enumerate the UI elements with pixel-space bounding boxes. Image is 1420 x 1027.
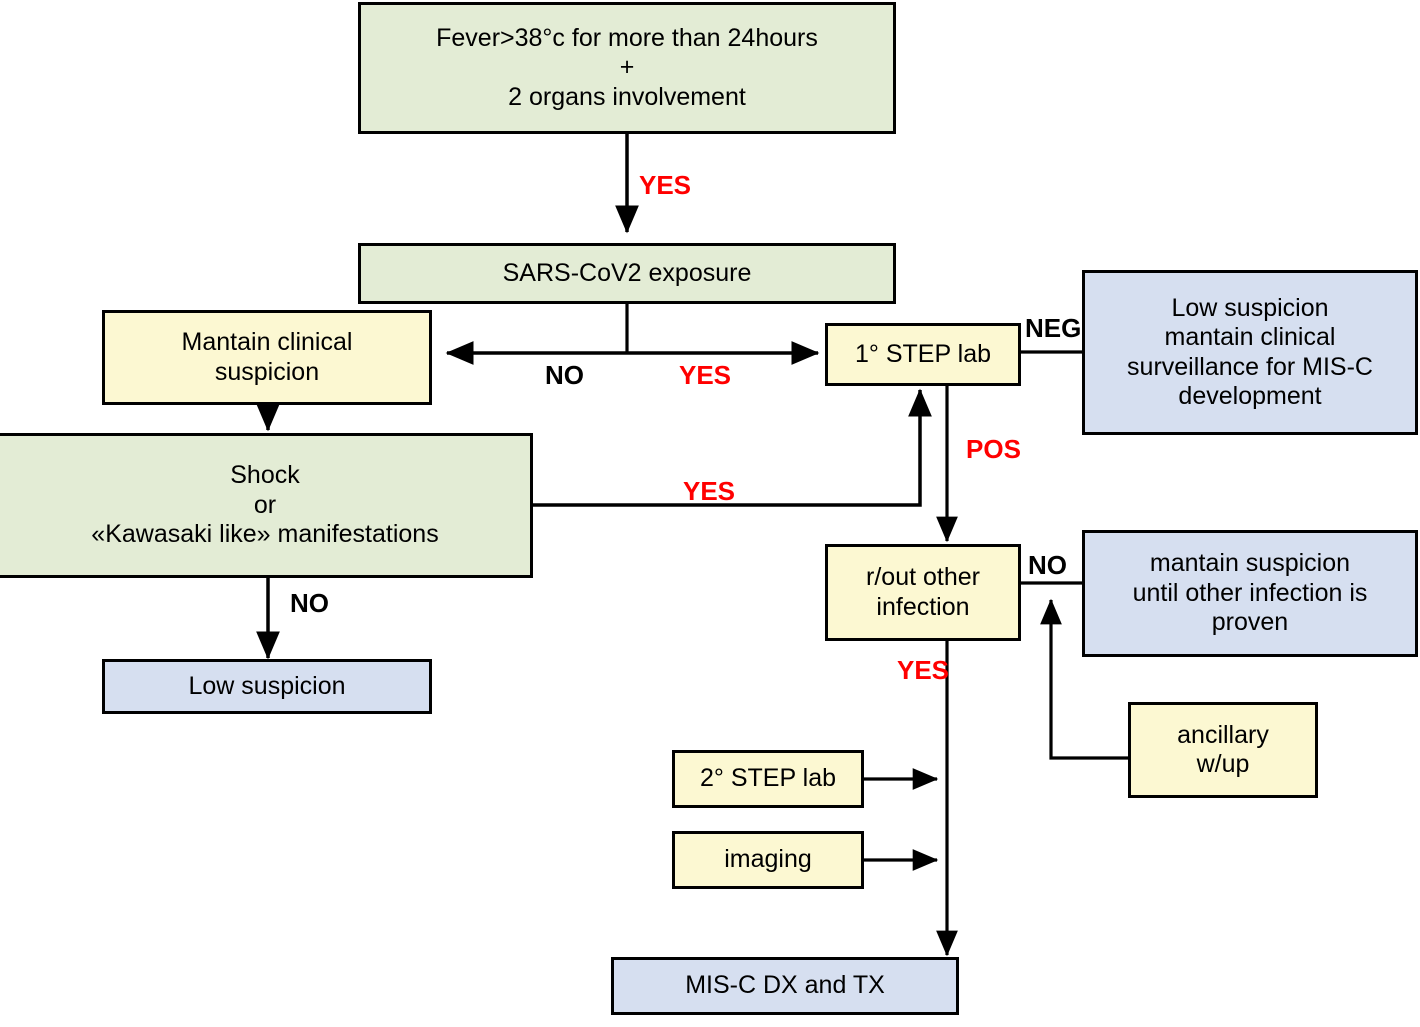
node-sars-exposure[interactable]: SARS-CoV2 exposure [358,243,896,304]
node-low-suspicion-surveillance[interactable]: Low suspicion mantain clinical surveilla… [1082,270,1418,435]
edge-label-shock-yes: YES [683,476,736,506]
node-mantain-until-proven[interactable]: mantain suspicion until other infection … [1082,530,1418,657]
node-shock-or-kawasaki[interactable]: Shock or «Kawasaki like» manifestations [0,433,533,578]
node-sars-exposure-label: SARS-CoV2 exposure [502,258,752,287]
node-imaging[interactable]: imaging [672,831,864,889]
node-imaging-label: imaging [724,845,812,874]
node-second-step-lab-label: 2° STEP lab [700,764,836,793]
node-rout-other-infection[interactable]: r/out other infection [825,544,1021,641]
node-low-suspicion-label: Low suspicion [188,671,346,700]
node-first-step-lab[interactable]: 1° STEP lab [825,323,1021,386]
node-mantain-clinical-suspicion[interactable]: Mantain clinical suspicion [102,310,432,405]
edge-label-step1-pos: POS [966,434,1021,464]
edge-label-sars-yes: YES [679,360,732,390]
node-mantain-until-proven-label: mantain suspicion until other infection … [1132,549,1368,637]
node-shock-or-kawasaki-label: Shock or «Kawasaki like» manifestations [91,461,439,549]
node-ancillary-wup-label: ancillary w/up [1177,720,1269,779]
node-fever-criteria[interactable]: Fever>38°c for more than 24hours + 2 org… [358,2,896,134]
node-misc-dx-tx[interactable]: MIS-C DX and TX [611,957,959,1015]
node-misc-dx-tx-label: MIS-C DX and TX [685,971,885,1000]
node-low-suspicion[interactable]: Low suspicion [102,659,432,714]
node-second-step-lab[interactable]: 2° STEP lab [672,750,864,808]
node-ancillary-wup[interactable]: ancillary w/up [1128,702,1318,798]
node-first-step-lab-label: 1° STEP lab [855,339,991,368]
edge-label-step1-neg: NEG [1025,313,1082,343]
node-rout-other-infection-label: r/out other infection [866,563,980,621]
edge-label-shock-no: NO [290,588,329,618]
edge-label-fever-to-sars: YES [639,170,692,200]
node-mantain-clinical-suspicion-label: Mantain clinical suspicion [181,328,353,386]
node-low-suspicion-surveillance-label: Low suspicion mantain clinical surveilla… [1127,293,1373,411]
edge-label-sars-no: NO [545,360,584,390]
edge-label-rout-yes: YES [897,655,950,685]
node-fever-criteria-label: Fever>38°c for more than 24hours + 2 org… [436,23,818,111]
edge-label-rout-no: NO [1028,550,1067,580]
